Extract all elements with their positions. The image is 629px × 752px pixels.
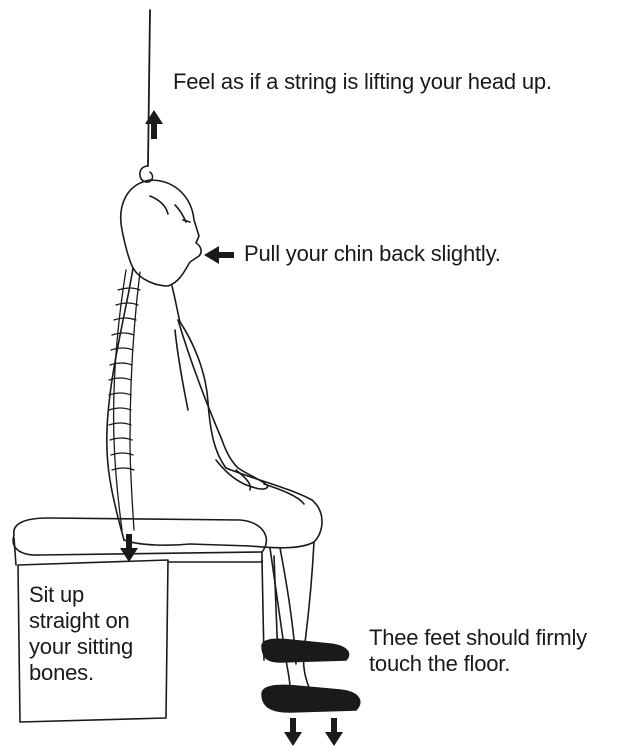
arrow-down-icon xyxy=(284,718,302,746)
bench-top xyxy=(13,518,266,555)
shin-back xyxy=(270,548,290,688)
shoe-front xyxy=(262,685,360,712)
annotation-chin: Pull your chin back slightly. xyxy=(244,241,501,267)
string-line xyxy=(148,10,150,166)
shoe-back xyxy=(262,639,349,662)
spine xyxy=(109,270,140,530)
thigh xyxy=(190,468,322,548)
body-front xyxy=(172,286,226,468)
arrow-down-icon xyxy=(325,718,343,746)
annotation-line: bones. xyxy=(29,660,159,686)
annotation-line: touch the floor. xyxy=(369,651,629,677)
annotation-sitting-bones: Sit up straight on your sitting bones. xyxy=(29,582,159,686)
annotation-line: your sitting xyxy=(29,634,159,660)
annotation-string: Feel as if a string is lifting your head… xyxy=(173,69,552,95)
annotation-line: Sit up xyxy=(29,582,159,608)
annotation-feet: Thee feet should firmly touch the floor. xyxy=(369,625,629,677)
annotation-line: straight on xyxy=(29,608,159,634)
shin-front xyxy=(303,542,314,690)
annotation-line: Thee feet should firmly xyxy=(369,625,629,651)
arrow-left-icon xyxy=(204,246,234,264)
